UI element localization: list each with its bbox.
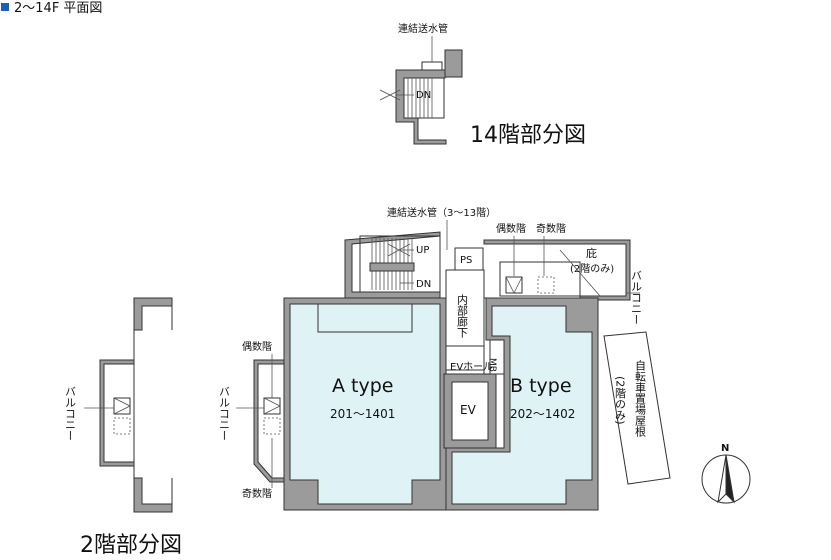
floor2-corridor-label: 内部廊下 [456,293,469,339]
north-arrow: N [701,443,751,504]
floor2-stair-up: UP [416,245,429,256]
floor2-stair-dn: DN [416,279,431,290]
floor2-canopy-label: 庇 [586,246,597,260]
unit-a-name: A type [332,375,393,397]
floor2-bike-label: 自転車置場屋根 [634,360,647,438]
floor2-corridor [445,269,485,371]
left-balcony-label: バルコニー [218,386,231,441]
unit-a-balcony [253,359,285,483]
floor14-plan: 連結送水管 DN 14階部分図 [379,22,586,148]
floor2-title: 2階部分図 [80,533,182,558]
unit-b-name: B type [510,375,572,397]
header-title: 2～14F 平面図 [14,1,102,16]
floor2-pipe-label: 連結送水管（3～13階） [387,206,496,219]
floor2-canopy-note: (2階のみ) [570,263,614,275]
floor2-balcony-label: バルコニー [630,270,643,325]
north-label: N [721,443,729,454]
floor2-ps-label: PS [460,255,472,266]
unit-a-room [289,303,441,505]
floor2-ev [451,381,489,441]
unit-b-rooms: 202～1402 [510,407,575,421]
unit-b-room [451,305,593,505]
floor2-ev-label: EV [460,403,477,417]
far-left-wall-top [133,297,173,331]
floor14-title: 14階部分図 [470,123,586,148]
floor2-odd-pipe [537,276,555,294]
floor2-ev-hall-label: EVホール [450,361,493,373]
left-even-label: 偶数階 [242,340,272,353]
header-bullet [1,3,9,11]
floor2-even-pipe [505,276,523,294]
floor2-plan: 連結送水管（3～13階） UP DN PS 庇 (2階のみ) 偶数階 奇数 [64,206,751,558]
left-odd-label: 奇数階 [242,487,272,500]
floor14-stair-dn: DN [416,90,431,101]
floor2-bike-roof [603,331,671,485]
floor2-bike-note: (2階のみ) [614,376,627,425]
floor2-odd-label: 奇数階 [536,222,566,235]
far-left-balcony-label: バルコニー [64,386,77,441]
floor14-wall [444,49,463,78]
far-left-balcony [99,359,135,467]
floor2-mb-label: MB [487,358,497,372]
floor14-pipe-label: 連結送水管 [398,22,448,35]
floor2-even-label: 偶数階 [496,222,526,235]
floor2-stair [359,235,441,293]
unit-a-rooms: 201～1401 [330,407,395,421]
